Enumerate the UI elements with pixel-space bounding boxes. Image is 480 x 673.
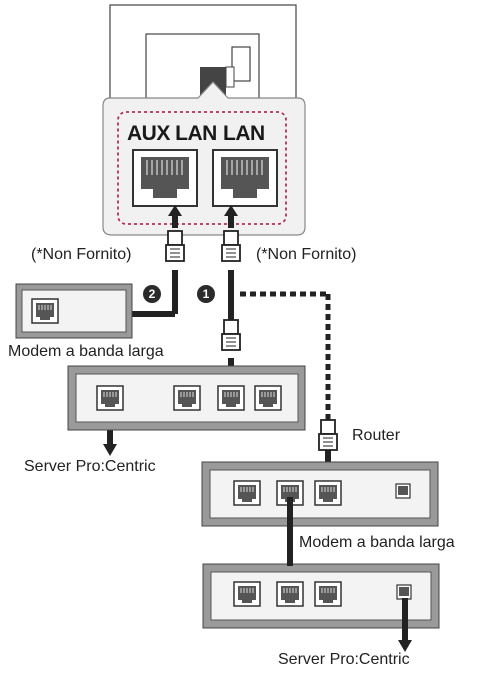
rj45-port-icon	[233, 480, 261, 506]
rj45-port-icon	[96, 385, 124, 411]
badge-two: 2	[143, 285, 161, 303]
router-box	[201, 461, 439, 527]
highlight-dashed-frame	[117, 111, 287, 225]
ethernet-plug-icon	[221, 230, 241, 262]
label-modem-right: Modem a banda larga	[299, 534, 455, 551]
rj45-port-icon	[173, 385, 201, 411]
rj45-port-icon	[233, 581, 261, 607]
dashed-cable	[240, 291, 331, 420]
switch-box	[67, 365, 306, 431]
label-non-fornito-right: (*Non Fornito)	[256, 246, 357, 263]
rj45-port-icon	[254, 385, 282, 411]
label-modem-left: Modem a banda larga	[8, 343, 164, 360]
label-non-fornito-left: (*Non Fornito)	[31, 246, 132, 263]
ethernet-plug-icon	[318, 419, 338, 451]
port-title-aux-lan: AUX LAN	[127, 122, 217, 145]
rj45-port-icon	[31, 298, 59, 324]
label-router: Router	[352, 427, 401, 444]
port-title-lan: LAN	[223, 122, 265, 145]
arrows-up	[168, 205, 238, 228]
aux-lan-port	[132, 149, 198, 207]
badge-one: 1	[197, 285, 215, 303]
rj45-port-icon	[314, 480, 342, 506]
lan-port	[212, 149, 278, 207]
label-server-left: Server Pro:Centric	[24, 458, 156, 475]
label-server-bottom: Server Pro:Centric	[278, 651, 410, 668]
modem-box-left	[15, 283, 133, 339]
ethernet-plug-icon	[165, 230, 185, 262]
rj45-port-icon	[217, 385, 245, 411]
ethernet-plug-icon	[221, 319, 241, 351]
rj45-port-icon	[314, 581, 342, 607]
bottom-switch-box	[202, 563, 440, 629]
rj45-port-icon	[276, 581, 304, 607]
